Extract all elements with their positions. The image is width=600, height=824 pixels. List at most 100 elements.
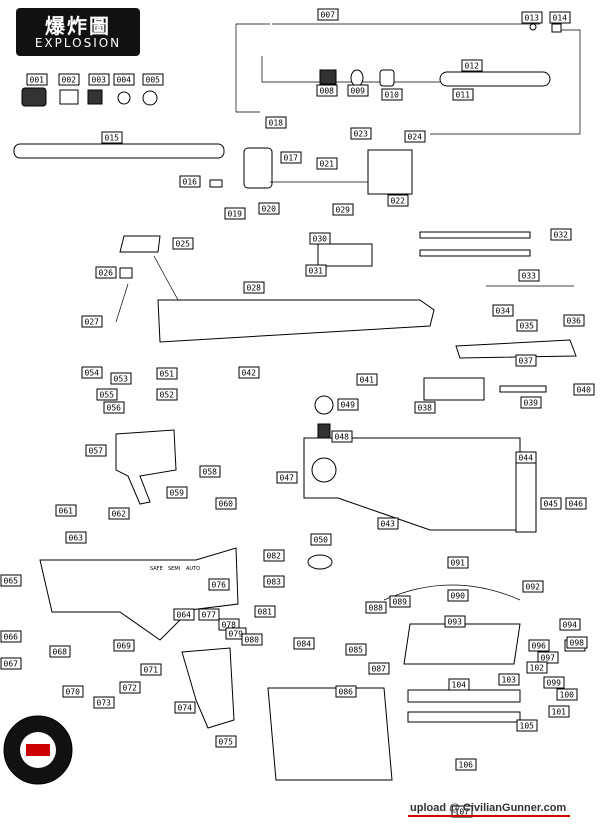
part-label-box <box>49 645 71 658</box>
part-label-100: 100 <box>556 688 578 701</box>
part-rail-032b <box>419 249 531 257</box>
part-label-011: 011 <box>452 88 474 101</box>
part-label-text: 093 <box>448 618 463 627</box>
part-label-text: 039 <box>524 399 539 408</box>
part-label-016: 016 <box>179 175 201 188</box>
part-002 <box>59 89 79 105</box>
part-label-text: 091 <box>451 559 466 568</box>
part-label-box <box>389 595 411 608</box>
part-bolt-038 <box>423 377 485 401</box>
part-label-017: 017 <box>280 151 302 164</box>
part-label-box <box>215 735 237 748</box>
part-label-023: 023 <box>350 127 372 140</box>
part-label-text: 066 <box>4 633 19 642</box>
part-label-text: 070 <box>66 688 81 697</box>
part-label-box <box>518 269 540 282</box>
part-charging-handle-037 <box>455 339 577 359</box>
part-label-text: 054 <box>85 369 100 378</box>
part-label-text: 043 <box>381 520 396 529</box>
part-022 <box>367 149 413 195</box>
part-label-087: 087 <box>368 662 390 675</box>
part-label-090: 090 <box>447 589 469 602</box>
part-label-text: 090 <box>451 592 466 601</box>
part-009 <box>350 69 364 87</box>
part-label-054: 054 <box>81 366 103 379</box>
receiver-text-semi: SEMI <box>168 566 180 572</box>
part-label-093: 093 <box>444 615 466 628</box>
part-label-text: 057 <box>89 447 104 456</box>
part-label-text: 074 <box>178 704 193 713</box>
part-drawings: SAFE SEMI AUTO <box>3 23 581 785</box>
part-label-025: 025 <box>172 237 194 250</box>
part-label-064: 064 <box>173 608 195 621</box>
part-lower-receiver <box>39 547 239 641</box>
part-label-009: 009 <box>347 84 369 97</box>
part-label-text: 032 <box>554 231 569 240</box>
part-label-box <box>528 639 550 652</box>
part-label-text: 087 <box>372 665 387 674</box>
part-label-box <box>368 662 390 675</box>
part-label-058: 058 <box>199 465 221 478</box>
part-label-067: 067 <box>0 657 22 670</box>
part-label-text: 020 <box>262 205 277 214</box>
part-label-box <box>55 504 77 517</box>
part-label-box <box>265 116 287 129</box>
part-label-012: 012 <box>461 59 483 72</box>
part-label-box <box>556 688 578 701</box>
title-chinese: 爆炸圖 <box>45 14 111 38</box>
part-label-text: 030 <box>313 235 328 244</box>
title-badge: 爆炸圖 EXPLOSION <box>16 8 140 56</box>
part-label-box <box>254 605 276 618</box>
part-outer-barrel-015 <box>13 143 225 159</box>
part-label-071: 071 <box>140 663 162 676</box>
part-label-text: 088 <box>369 604 384 613</box>
part-label-text: 025 <box>176 240 191 249</box>
part-label-008: 008 <box>316 84 338 97</box>
watermark-underline <box>408 815 570 817</box>
part-label-text: 010 <box>385 91 400 100</box>
part-label-text: 075 <box>219 738 234 747</box>
part-label-068: 068 <box>49 645 71 658</box>
part-label-text: 035 <box>520 322 535 331</box>
part-label-text: 040 <box>577 386 592 395</box>
part-label-box <box>414 401 436 414</box>
part-label-box <box>0 657 22 670</box>
part-label-021: 021 <box>316 157 338 170</box>
part-label-033: 033 <box>518 269 540 282</box>
part-label-box <box>559 618 581 631</box>
part-label-box <box>166 486 188 499</box>
part-label-text: 081 <box>258 608 273 617</box>
part-label-036: 036 <box>563 314 585 327</box>
part-label-080: 080 <box>241 633 263 646</box>
part-label-box <box>263 575 285 588</box>
part-label-text: 026 <box>99 269 114 278</box>
part-label-box <box>198 608 220 621</box>
part-magazine-093 <box>403 623 521 665</box>
part-label-box <box>173 608 195 621</box>
part-label-004: 004 <box>113 73 135 86</box>
part-005 <box>142 90 158 106</box>
part-label-091: 091 <box>447 556 469 569</box>
part-label-086: 086 <box>335 685 357 698</box>
part-label-box <box>563 314 585 327</box>
part-label-084: 084 <box>293 637 315 650</box>
part-label-005: 005 <box>142 73 164 86</box>
part-label-box <box>199 465 221 478</box>
part-016 <box>209 179 223 188</box>
part-butt-plate-044 <box>515 459 537 533</box>
part-label-text: 014 <box>553 14 568 23</box>
part-050 <box>307 554 333 570</box>
part-label-102: 102 <box>526 661 548 674</box>
part-label-text: 051 <box>160 370 175 379</box>
part-003 <box>87 89 103 105</box>
part-label-007: 007 <box>317 8 339 21</box>
part-013 <box>529 23 537 31</box>
part-label-text: 048 <box>335 433 350 442</box>
part-label-083: 083 <box>263 575 285 588</box>
part-label-089: 089 <box>389 595 411 608</box>
part-label-box <box>276 471 298 484</box>
part-label-box <box>85 444 107 457</box>
part-label-text: 101 <box>552 708 567 717</box>
